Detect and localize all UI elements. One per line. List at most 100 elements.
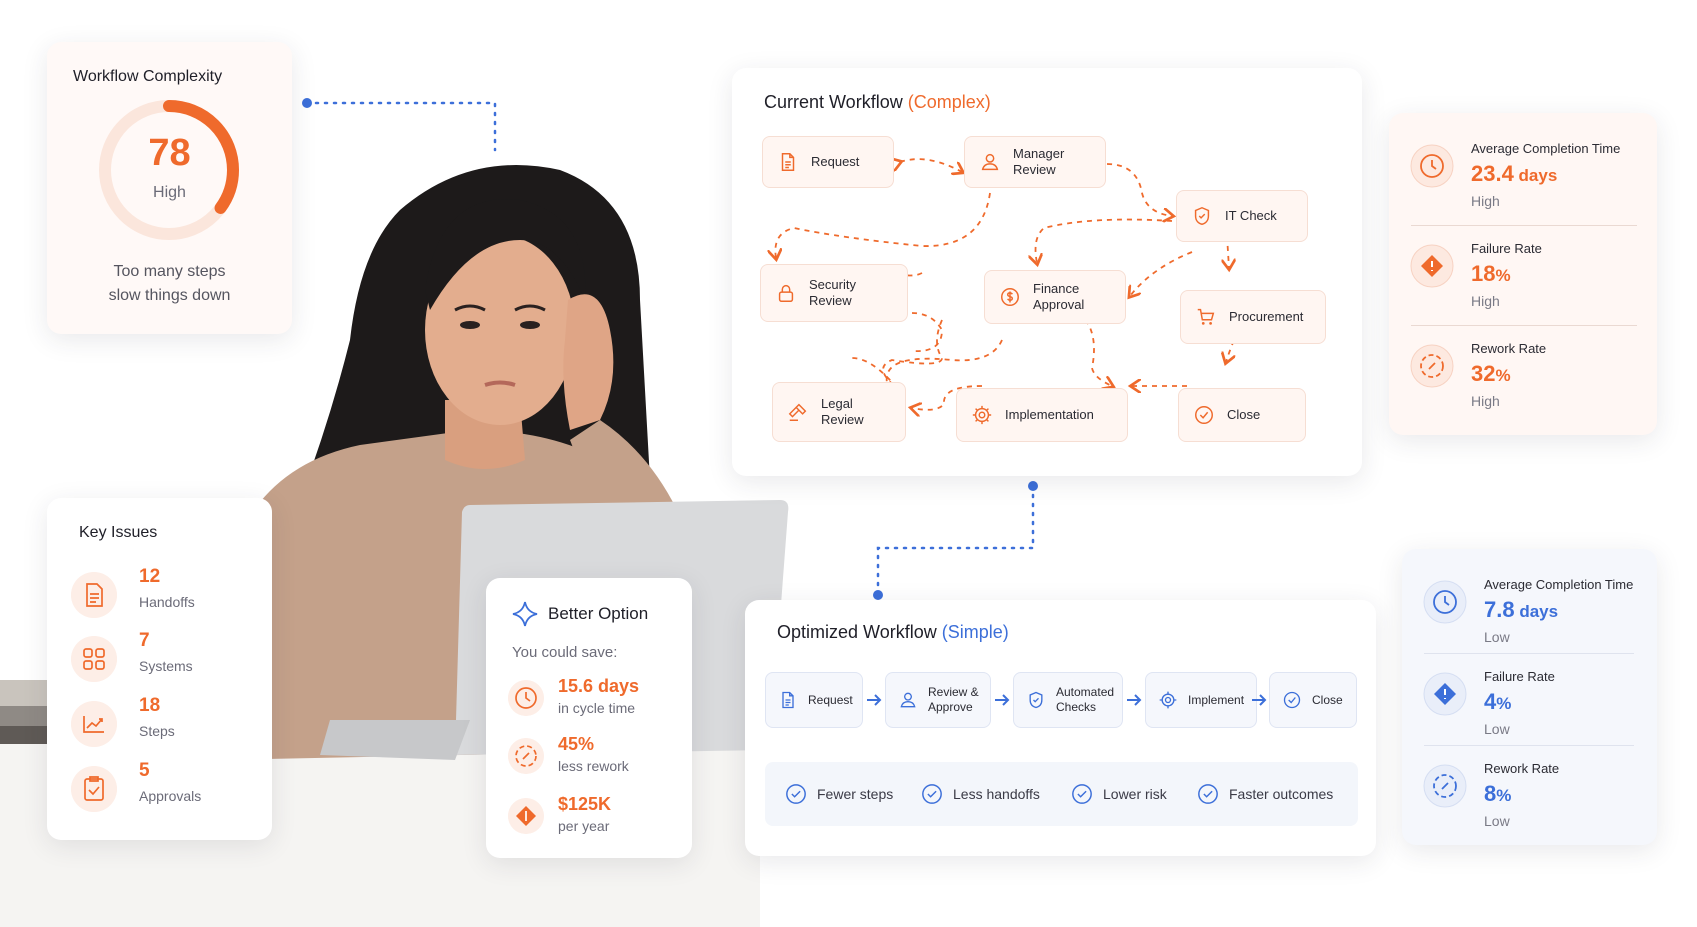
metric-level: High: [1471, 293, 1500, 309]
opt-node-implement[interactable]: Implement: [1145, 672, 1257, 728]
metric-label: Rework Rate: [1471, 341, 1547, 356]
refresh-icon: [1410, 344, 1454, 388]
node-security-review-label: Security Review: [809, 277, 856, 308]
shield-check-icon: [1029, 691, 1043, 709]
metric-value: 8%: [1484, 781, 1511, 807]
saving-value: 45%: [558, 734, 595, 754]
opt-node-label: Implement: [1188, 692, 1245, 707]
divider: [1424, 653, 1634, 654]
optimized-workflow-card: Optimized Workflow (Simple) Request Revi…: [745, 600, 1376, 856]
issue-value: 18: [139, 695, 161, 716]
opt-node-automated-checks[interactable]: Automated Checks: [1013, 672, 1123, 728]
metric-unit: %: [1495, 366, 1511, 385]
metric-level: Low: [1484, 813, 1510, 829]
metric-unit: %: [1496, 786, 1512, 805]
document-icon: [782, 691, 794, 709]
money-diamond-icon: [508, 798, 544, 834]
metric-value: 4%: [1484, 689, 1511, 715]
issue-value: 7: [139, 630, 150, 651]
current-workflow-card: Current Workflow (Complex) Re: [732, 68, 1362, 476]
metric-number: 18: [1471, 261, 1496, 286]
workflow-complexity-card: Workflow Complexity 78 High Too many ste…: [47, 42, 292, 334]
dollar-icon: [1001, 288, 1019, 306]
node-request[interactable]: Request: [762, 136, 894, 188]
warning-diamond-icon: [1410, 244, 1454, 288]
benefit-label: Faster outcomes: [1229, 786, 1334, 802]
metric-level: Low: [1484, 721, 1510, 737]
arrow-right-icon: [1127, 694, 1142, 706]
arrow-right-icon: [1252, 694, 1267, 706]
better-option-title: Better Option: [548, 604, 649, 623]
node-implementation[interactable]: Implementation: [956, 388, 1128, 442]
check-circle-icon: [922, 784, 942, 804]
benefits-bar: Fewer steps Less handoffs Lower risk Fas…: [765, 762, 1358, 826]
metric-rework-rate-current: Rework Rate 32% High: [1389, 331, 1657, 431]
metric-unit: days: [1514, 602, 1559, 621]
issue-value: 5: [139, 760, 150, 781]
opt-node-label: Request: [808, 692, 853, 707]
complexity-description-line1: Too many steps: [113, 263, 226, 280]
metric-avg-completion-optimized: Average Completion Time 7.8 days Low: [1402, 567, 1657, 667]
saving-label: per year: [558, 818, 610, 834]
saving-cycle-time: 15.6 days in cycle time: [508, 676, 683, 726]
opt-node-close[interactable]: Close: [1269, 672, 1357, 728]
node-procurement-label: Procurement: [1229, 309, 1304, 324]
complexity-gauge: [99, 100, 239, 240]
saving-value: $125K: [558, 794, 612, 814]
metric-rework-rate-optimized: Rework Rate 8% Low: [1402, 751, 1657, 851]
metric-failure-rate-current: Failure Rate 18% High: [1389, 231, 1657, 331]
saving-label: in cycle time: [558, 700, 636, 716]
check-circle-icon: [1283, 691, 1301, 709]
complexity-title: Workflow Complexity: [73, 68, 223, 85]
issue-steps: 18 Steps: [71, 695, 261, 751]
benefit-label: Less handoffs: [953, 786, 1040, 802]
issue-label: Handoffs: [139, 594, 195, 610]
clock-icon: [1410, 144, 1454, 188]
node-legal-review[interactable]: Legal Review: [772, 382, 906, 442]
node-it-check-label: IT Check: [1225, 208, 1277, 223]
complexity-score: 78: [148, 132, 191, 174]
gavel-icon: [788, 403, 807, 421]
document-icon: [781, 153, 795, 171]
node-procurement[interactable]: Procurement: [1180, 290, 1326, 344]
opt-node-request[interactable]: Request: [765, 672, 863, 728]
node-it-check[interactable]: IT Check: [1176, 190, 1308, 242]
complexity-level: High: [153, 184, 186, 201]
opt-node-label: Review & Approve: [928, 685, 979, 714]
metric-value: 18%: [1471, 261, 1511, 287]
current-metrics-card: Average Completion Time 23.4 days High F…: [1389, 113, 1657, 435]
sparkle-icon: [512, 601, 538, 627]
issue-value: 12: [139, 566, 161, 587]
saving-label: less rework: [558, 758, 629, 774]
document-icon: [71, 572, 117, 618]
warning-diamond-icon: [1423, 672, 1467, 716]
node-implementation-label: Implementation: [1005, 407, 1094, 422]
node-finance-approval[interactable]: Finance Approval: [984, 270, 1126, 324]
node-manager-review[interactable]: Manager Review: [964, 136, 1106, 188]
divider: [1411, 225, 1637, 226]
check-circle-icon: [1198, 784, 1218, 804]
metric-label: Failure Rate: [1484, 669, 1555, 684]
complexity-description-line2: slow things down: [108, 287, 231, 304]
gear-icon: [1159, 691, 1177, 709]
opt-node-review-approve[interactable]: Review & Approve: [885, 672, 991, 728]
metric-failure-rate-optimized: Failure Rate 4% Low: [1402, 659, 1657, 759]
saving-rework: 45% less rework: [508, 734, 683, 784]
node-security-review[interactable]: Security Review: [760, 264, 908, 322]
metric-label: Average Completion Time: [1484, 577, 1634, 592]
clock-icon: [1423, 580, 1467, 624]
node-close[interactable]: Close: [1178, 388, 1306, 442]
node-manager-review-label: Manager Review: [1013, 146, 1065, 177]
metric-value: 32%: [1471, 361, 1511, 387]
optimized-workflow-qualifier: (Simple): [941, 622, 1009, 642]
opt-node-label: Close: [1312, 692, 1343, 707]
arrow-right-icon: [867, 694, 882, 706]
benefit-label: Fewer steps: [817, 786, 894, 802]
benefit-faster-outcomes: Faster outcomes: [1197, 782, 1333, 806]
current-workflow-title-text: Current Workflow: [764, 92, 903, 112]
clipboard-check-icon: [71, 766, 117, 812]
metric-value: 7.8 days: [1484, 597, 1558, 623]
shield-icon: [1194, 206, 1210, 226]
check-circle-icon: [1195, 406, 1213, 424]
